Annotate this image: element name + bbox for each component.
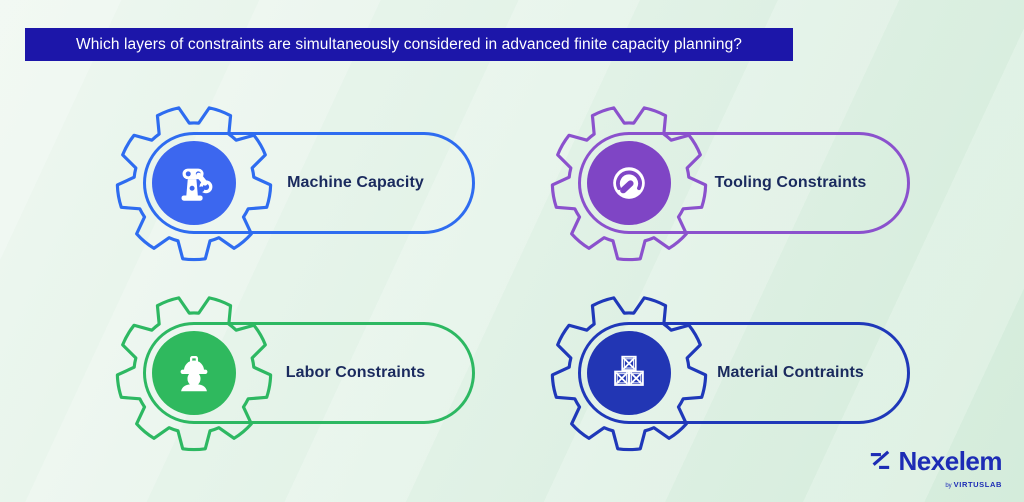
gear-outline-icon: [550, 106, 708, 262]
worker-icon: [180, 356, 208, 392]
label-pill: [143, 132, 475, 234]
card-material-constraints: Material Contraints: [537, 285, 927, 461]
card-label: Labor Constraints: [285, 364, 426, 381]
nexelem-logo-icon: [870, 450, 889, 469]
gear-outline-icon: [115, 106, 273, 262]
byline-company: VIRTUSLAB: [953, 480, 1002, 489]
label-pill: [143, 322, 475, 424]
card-labor-constraints: Labor Constraints: [102, 285, 492, 461]
card-label: Machine Capacity: [287, 174, 424, 191]
icon-circle: [587, 331, 671, 415]
byline-prefix: by: [945, 483, 952, 489]
gear-outline-icon: [115, 296, 273, 452]
icon-circle: [587, 141, 671, 225]
card-machine-capacity: Machine Capacity: [102, 95, 492, 271]
crates-icon: [614, 355, 644, 386]
question-banner: Which layers of constraints are simultan…: [25, 28, 793, 61]
icon-circle: [152, 141, 236, 225]
brand-name: Nexelem: [898, 446, 1003, 476]
card-label: Tooling Constraints: [714, 174, 867, 191]
robot-arm-icon: [181, 168, 213, 201]
card-label: Material Contraints: [717, 364, 864, 381]
label-pill: [578, 322, 910, 424]
question-text: Which layers of constraints are simultan…: [75, 35, 743, 53]
icon-circle: [152, 331, 236, 415]
gauge-icon: [613, 167, 645, 199]
label-pill: [578, 132, 910, 234]
gear-outline-icon: [550, 296, 708, 452]
card-tooling-constraints: Tooling Constraints: [537, 95, 927, 271]
